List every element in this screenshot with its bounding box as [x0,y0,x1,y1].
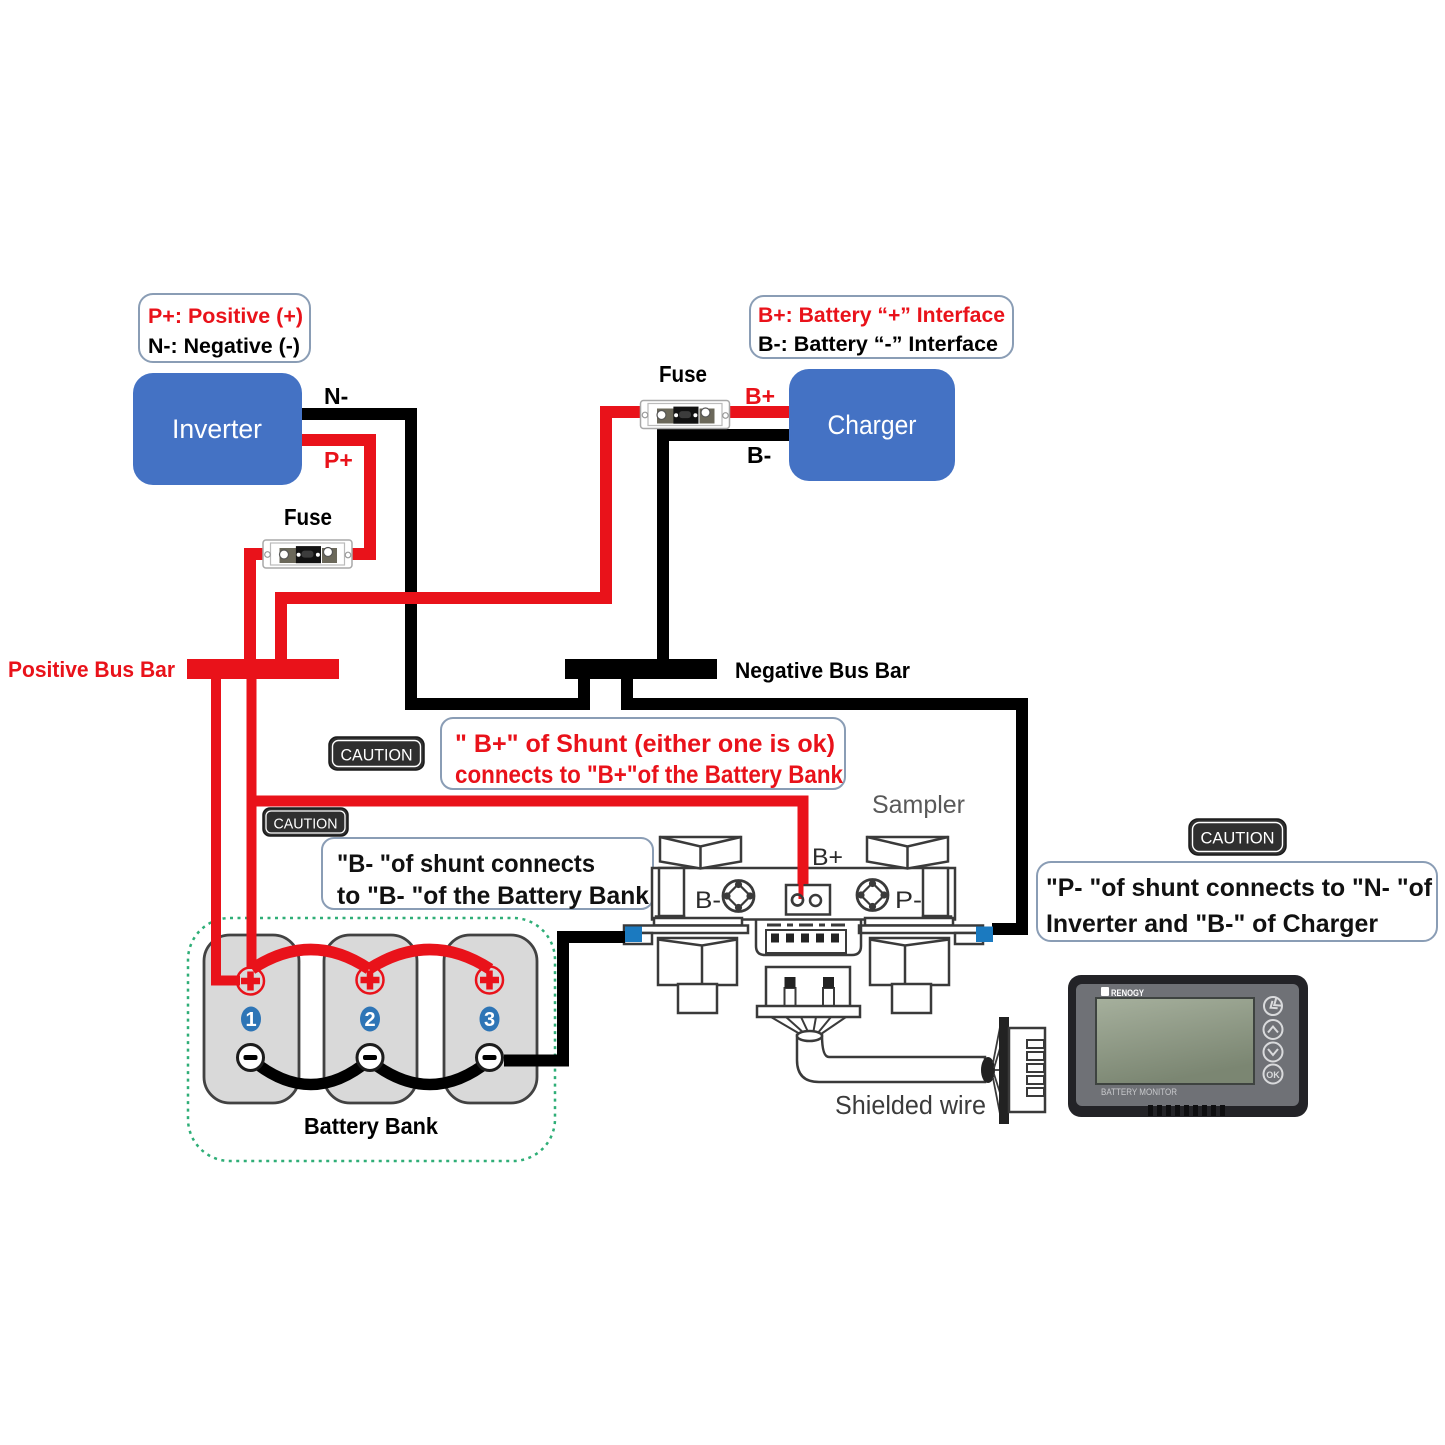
svg-text:Inverter: Inverter [172,414,262,444]
svg-text:B+: B+ [745,383,775,409]
svg-text:Fuse: Fuse [284,504,332,530]
svg-text:to "B- "of the Battery Bank: to "B- "of the Battery Bank [337,882,649,910]
svg-text:Sampler: Sampler [872,791,965,819]
svg-text:Charger: Charger [828,410,917,440]
svg-text:connects to "B+"of the Battery: connects to "B+"of the Battery Bank [455,761,843,789]
svg-text:Fuse: Fuse [659,361,707,387]
svg-text:B-: Battery “-” Interface: B-: Battery “-” Interface [758,332,998,356]
svg-text:"P- "of shunt connects to "N-: "P- "of shunt connects to "N- "of [1046,874,1433,902]
svg-text:RENOGY: RENOGY [1111,988,1144,998]
svg-text:3: 3 [484,1009,495,1031]
svg-text:P+: P+ [324,447,353,473]
svg-text:P+: Positive (+): P+: Positive (+) [148,304,303,328]
svg-text:B-: B- [747,442,771,468]
svg-text:OK: OK [1266,1070,1280,1080]
svg-text:B+: B+ [812,844,843,871]
svg-text:" B+" of Shunt (either one is: " B+" of Shunt (either one is ok) [455,730,835,758]
svg-text:Inverter and "B-" of Charger: Inverter and "B-" of Charger [1046,910,1378,938]
svg-text:CAUTION: CAUTION [341,746,413,765]
svg-text:N-: N- [324,383,348,409]
svg-text:Shielded wire: Shielded wire [835,1092,986,1120]
svg-text:Positive Bus Bar: Positive Bus Bar [8,657,175,682]
svg-text:P-: P- [895,887,922,914]
svg-text:Battery Bank: Battery Bank [304,1113,438,1139]
svg-text:B+: Battery “+” Interface: B+: Battery “+” Interface [758,303,1005,327]
svg-text:CAUTION: CAUTION [274,816,338,833]
svg-text:N-: Negative (-): N-: Negative (-) [148,334,300,358]
svg-text:1: 1 [245,1009,256,1031]
svg-text:2: 2 [364,1009,375,1031]
svg-text:B-: B- [695,887,721,914]
svg-text:Negative Bus Bar: Negative Bus Bar [735,658,910,683]
svg-text:CAUTION: CAUTION [1201,829,1275,848]
svg-text:BATTERY MONITOR: BATTERY MONITOR [1101,1087,1177,1097]
svg-text:"B- "of shunt connects: "B- "of shunt connects [337,850,595,878]
